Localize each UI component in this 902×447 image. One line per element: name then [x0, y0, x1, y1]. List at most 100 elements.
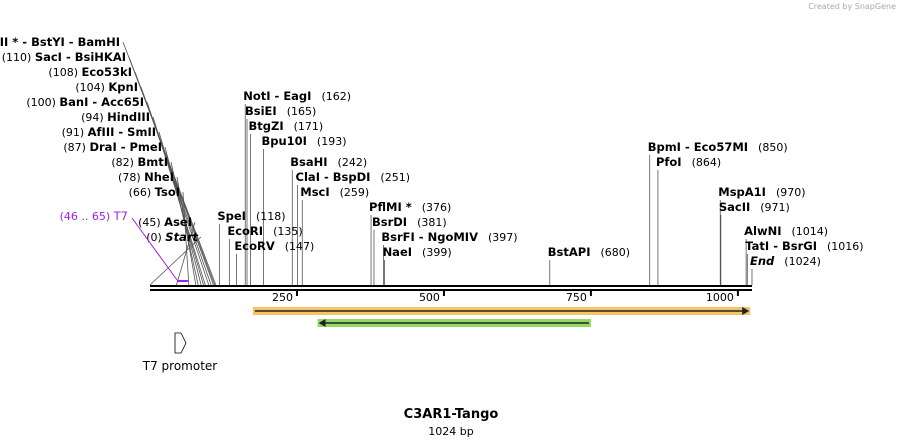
site-position: (110) [2, 51, 35, 64]
svg-text:EcoRI(135): EcoRI(135) [227, 224, 302, 238]
site-name: PflMI * [369, 200, 412, 214]
site-label: NaeI(399) [383, 245, 452, 259]
site-name: BsiEI [245, 104, 277, 118]
svg-text:(66) TsoI: (66) TsoI [129, 185, 180, 199]
svg-text:(104) KpnI: (104) KpnI [75, 80, 138, 94]
site-label: (100) BanI - Acc65I [26, 95, 144, 109]
site-position: (45) [138, 216, 164, 229]
site-position: (970) [776, 186, 806, 199]
site-name: Bpu10I [261, 134, 306, 148]
svg-text:(94) HindIII: (94) HindIII [81, 110, 150, 124]
site-position: (108) [48, 66, 81, 79]
t7-feature-label: (46 .. 65) T7 [60, 209, 128, 223]
site-position: (850) [758, 141, 788, 154]
site-name: HindIII [107, 110, 150, 124]
site-label: MscI(259) [300, 185, 369, 199]
svg-text:End(1024): End(1024) [750, 254, 821, 268]
site-position: (171) [294, 120, 324, 133]
site-position: (971) [760, 201, 790, 214]
svg-text:PfoI(864): PfoI(864) [656, 155, 721, 169]
svg-text:(108) Eco53kI: (108) Eco53kI [48, 65, 132, 79]
svg-text:(82) BmtI: (82) BmtI [111, 155, 168, 169]
site-connector [182, 191, 190, 286]
site-position: (259) [340, 186, 370, 199]
site-name: NotI - EagI [243, 89, 311, 103]
site-position: (87) [63, 141, 89, 154]
svg-text:(91) AfIII - SmII: (91) AfIII - SmII [62, 125, 156, 139]
site-position: (118) [256, 210, 286, 223]
svg-text:MspA1I(970): MspA1I(970) [718, 185, 805, 199]
site-label: SpeI (118) [217, 209, 285, 223]
site-name: SpeI [217, 209, 246, 223]
site-position: (78) [118, 171, 144, 184]
site-label: (66) TsoI [129, 185, 180, 199]
ruler-tick-label: 250 [272, 291, 293, 304]
site-name: SacII [719, 200, 750, 214]
site-label: (91) AfIII - SmII [62, 125, 156, 139]
svg-text:TatI - BsrGI(1016): TatI - BsrGI (1016) [745, 239, 863, 253]
site-label: (104) KpnI [75, 80, 138, 94]
site-connector [149, 236, 202, 286]
site-name: Start [165, 230, 198, 244]
site-name: EcoRV [234, 239, 274, 253]
site-position: (1016) [827, 240, 864, 253]
site-connectors [122, 41, 753, 286]
site-labels: (112) MfII * - BstYI - BamHI (110) SacI -… [0, 35, 864, 268]
site-connector [176, 221, 196, 286]
ruler-tick-label: 750 [566, 291, 587, 304]
site-name: PfoI [656, 155, 682, 169]
svg-text:MscI(259): MscI(259) [300, 185, 369, 199]
site-name: BpmI - Eco57MI [648, 140, 748, 154]
site-label: Bpu10I (193) [261, 134, 346, 148]
site-label: BsaHI(242) [290, 155, 367, 169]
site-label: SacII (971) [719, 200, 790, 214]
svg-text:(45) AseI: (45) AseI [138, 215, 192, 229]
site-position: (1014) [791, 225, 828, 238]
site-name: NaeI [383, 245, 412, 259]
site-label: BpmI - Eco57MI (850) [648, 140, 788, 154]
svg-text:BtgZI(171): BtgZI (171) [249, 119, 324, 133]
svg-text:BsaHI(242): BsaHI(242) [290, 155, 367, 169]
site-label: (108) Eco53kI [48, 65, 132, 79]
site-name: NheI [144, 170, 174, 184]
site-position: (680) [600, 246, 630, 259]
site-label: (112) MfII * - BstYI - BamHI [0, 35, 120, 49]
svg-text:BpmI - Eco57MI(850): BpmI - Eco57MI (850) [648, 140, 788, 154]
site-name: DraI - PmeI [89, 140, 162, 154]
site-name: TatI - BsrGI [745, 239, 817, 253]
snapgene-credit: Created by SnapGene [808, 2, 896, 11]
svg-text:SpeI(118): SpeI (118) [217, 209, 285, 223]
site-position: (193) [317, 135, 347, 148]
svg-text:EcoRV(147): EcoRV(147) [234, 239, 314, 253]
svg-text:(0) Start: (0) Start [146, 230, 198, 244]
site-name: BtgZI [249, 119, 284, 133]
site-label: BsrDI(381) [372, 215, 447, 229]
site-name: AfIII - SmII [88, 125, 156, 139]
site-position: (66) [129, 186, 155, 199]
site-label: (78) NheI [118, 170, 174, 184]
site-position: (162) [321, 90, 351, 103]
site-position: (94) [81, 111, 107, 124]
site-position: (397) [488, 231, 518, 244]
site-connector [176, 176, 197, 286]
site-label: (0) Start [146, 230, 198, 244]
site-label: EcoRV(147) [234, 239, 314, 253]
site-position: (104) [75, 81, 108, 94]
svg-text:NaeI(399): NaeI(399) [383, 245, 452, 259]
site-position: (1024) [784, 255, 821, 268]
site-position: (82) [111, 156, 137, 169]
svg-text:AlwNI(1014): AlwNI(1014) [744, 224, 828, 238]
site-name: SacI - BsiHKAI [35, 50, 126, 64]
site-position: (165) [287, 105, 317, 118]
t7-position: (46 .. 65) [60, 210, 114, 223]
svg-text:(112) MfII * - BstYI - BamHI: (112) MfII * - BstYI - BamHI [0, 35, 120, 49]
ruler-tick-label: 500 [419, 291, 440, 304]
site-label: AlwNI(1014) [744, 224, 828, 238]
svg-text:BsrDI(381): BsrDI(381) [372, 215, 447, 229]
svg-text:PflMI *(376): PflMI * (376) [369, 200, 451, 214]
svg-text:ClaI - BspDI(251): ClaI - BspDI(251) [296, 170, 410, 184]
t7-connector [131, 217, 178, 281]
site-position: (376) [422, 201, 452, 214]
